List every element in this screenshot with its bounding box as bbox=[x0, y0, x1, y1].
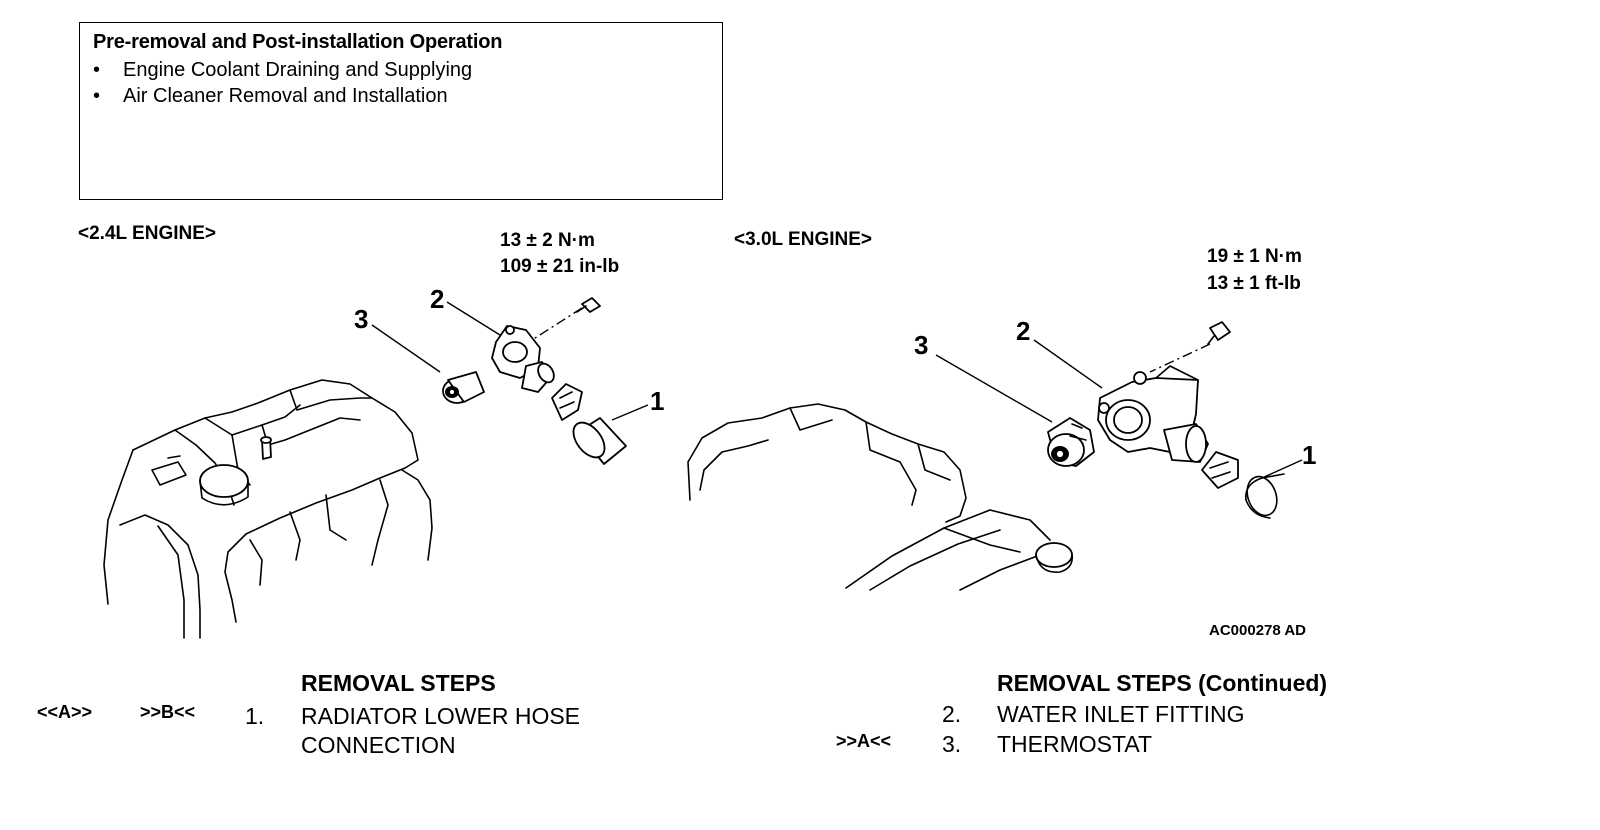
operation-box-title: Pre-removal and Post-installation Operat… bbox=[93, 31, 503, 53]
leader-line-1 bbox=[611, 404, 649, 421]
callout-2: 2 bbox=[1016, 316, 1031, 346]
bullet-icon: • bbox=[93, 85, 101, 107]
torque-spec-metric: 13 ± 2 N·m bbox=[500, 230, 595, 251]
engine-label-2-4l: <2.4L ENGINE> bbox=[78, 223, 216, 244]
step-number: 1. bbox=[245, 703, 265, 729]
callout-1: 1 bbox=[650, 386, 665, 416]
step-reference-a: >>A<< bbox=[836, 731, 892, 751]
bolt-axis-line bbox=[1149, 343, 1211, 373]
pre-removal-operation-box: Pre-removal and Post-installation Operat… bbox=[79, 22, 723, 200]
callout-3: 3 bbox=[914, 330, 929, 360]
removal-steps-heading: REMOVAL STEPS bbox=[301, 670, 496, 696]
step-text: RADIATOR LOWER HOSE bbox=[301, 703, 581, 729]
radiator-hose-2-4l bbox=[572, 417, 627, 465]
callout-2: 2 bbox=[430, 284, 445, 314]
leader-line-3 bbox=[371, 324, 441, 373]
callout-3: 3 bbox=[354, 304, 369, 334]
step-text: THERMOSTAT bbox=[997, 731, 1153, 757]
step-reference-b: >>B<< bbox=[140, 702, 196, 722]
bolt-3-0l bbox=[1207, 321, 1231, 345]
step-text-continued: CONNECTION bbox=[301, 732, 456, 758]
engine-3-0l-drawing bbox=[687, 403, 1074, 591]
torque-spec-metric: 19 ± 1 N·m bbox=[1207, 246, 1302, 267]
thermostat-3-0l bbox=[1047, 417, 1095, 467]
bullet-icon: • bbox=[93, 59, 101, 81]
step-reference-a: <<A>> bbox=[37, 702, 93, 722]
torque-spec-imperial: 13 ± 1 ft-lb bbox=[1207, 273, 1301, 294]
engine-label-3-0l: <3.0L ENGINE> bbox=[734, 229, 872, 250]
water-inlet-fitting-2-4l bbox=[491, 325, 555, 393]
step-text: WATER INLET FITTING bbox=[997, 701, 1245, 727]
step-number: 2. bbox=[942, 701, 962, 727]
leader-line-3 bbox=[935, 354, 1053, 423]
water-inlet-fitting-3-0l bbox=[1097, 365, 1209, 463]
figure-code: AC000278 AD bbox=[1209, 622, 1306, 639]
radiator-hose-3-0l bbox=[1245, 473, 1285, 519]
hose-clamp-3-0l bbox=[1201, 451, 1239, 489]
removal-steps-continued-heading: REMOVAL STEPS (Continued) bbox=[997, 670, 1328, 696]
leader-line-1 bbox=[1261, 459, 1303, 479]
torque-spec-imperial: 109 ± 21 in-lb bbox=[500, 256, 620, 277]
engine-2-4l-drawing bbox=[103, 379, 433, 639]
leader-line-2 bbox=[446, 301, 501, 336]
hose-clamp-2-4l bbox=[551, 383, 583, 421]
leader-line-2 bbox=[1033, 339, 1103, 389]
bolt-2-4l bbox=[576, 297, 601, 313]
step-number: 3. bbox=[942, 731, 962, 757]
operation-item: •Air Cleaner Removal and Installation bbox=[93, 85, 448, 107]
operation-item: •Engine Coolant Draining and Supplying bbox=[93, 59, 473, 81]
thermostat-2-4l bbox=[442, 371, 485, 404]
bolt-axis-line bbox=[531, 307, 583, 341]
callout-1: 1 bbox=[1302, 440, 1317, 470]
